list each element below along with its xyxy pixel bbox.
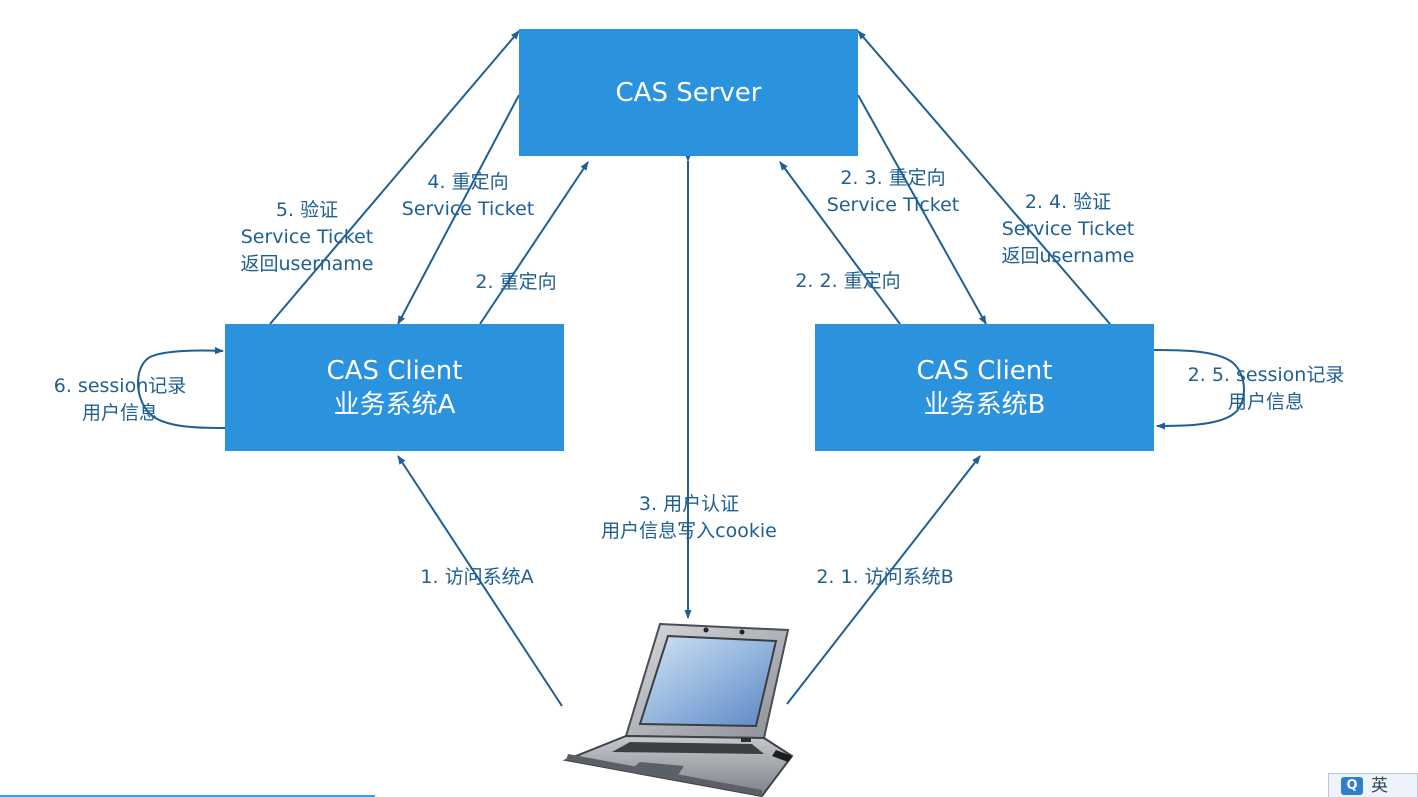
cas-client-b-node: CAS Client 业务系统B <box>815 324 1154 451</box>
cas-client-a-node: CAS Client 业务系统A <box>225 324 564 451</box>
label-line: 用户信息 <box>1227 391 1305 413</box>
label-line: Service Ticket <box>401 198 535 220</box>
label-line: Service Ticket <box>1001 218 1135 240</box>
label-line: 1. 访问系统A <box>420 566 534 588</box>
label-line: 6. session记录 <box>53 375 187 397</box>
label-line: 返回username <box>1001 245 1135 267</box>
ime-status-widget[interactable]: Q 英 <box>1328 773 1418 797</box>
client-a-title: CAS Client <box>326 355 463 386</box>
client-b-title: CAS Client <box>916 355 1053 386</box>
ime-logo-icon: Q <box>1341 776 1363 795</box>
label-line: 用户信息 <box>81 402 158 424</box>
edge-validate-st-b <box>857 30 1119 333</box>
label-session-a: 6. session记录 用户信息 <box>54 373 187 427</box>
edge-session-a <box>137 347 226 429</box>
label-line: Service Ticket <box>240 226 374 248</box>
edge-validate-st-a <box>262 30 520 333</box>
label-access-a: 1. 访问系统A <box>420 564 533 591</box>
ime-mode-label: 英 <box>1371 775 1388 796</box>
label-auth: 3. 用户认证 用户信息写入cookie <box>601 491 777 545</box>
bottom-rule <box>0 795 375 797</box>
client-a-subtitle: 业务系统A <box>333 389 456 420</box>
cas-server-label: CAS Server <box>615 77 762 108</box>
edge-access-b <box>786 455 981 705</box>
label-line: 3. 用户认证 <box>638 493 740 515</box>
label-validate-st-a: 5. 验证 Service Ticket 返回username <box>241 197 374 278</box>
label-line: Service Ticket <box>826 194 960 216</box>
label-line: 2. 5. session记录 <box>1187 364 1345 386</box>
label-redirect-b: 2. 2. 重定向 <box>795 268 900 295</box>
label-line: 2. 2. 重定向 <box>795 270 901 292</box>
label-redirect-st-a: 4. 重定向 Service Ticket <box>402 169 534 223</box>
edge-session-b <box>1153 349 1245 430</box>
label-line: 5. 验证 <box>275 199 339 221</box>
label-line: 2. 1. 访问系统B <box>816 566 954 588</box>
label-line: 4. 重定向 <box>427 171 509 193</box>
label-validate-st-b: 2. 4. 验证 Service Ticket 返回username <box>1002 189 1135 270</box>
label-line: 用户信息写入cookie <box>601 520 777 542</box>
label-redirect-st-b: 2. 3. 重定向 Service Ticket <box>827 165 959 219</box>
label-line: 2. 重定向 <box>475 271 557 293</box>
label-access-b: 2. 1. 访问系统B <box>816 564 953 591</box>
cas-server-node: CAS Server <box>519 29 858 156</box>
laptop-icon <box>562 622 794 797</box>
client-b-subtitle: 业务系统B <box>923 389 1046 420</box>
label-redirect-a: 2. 重定向 <box>475 269 556 296</box>
label-line: 返回username <box>240 253 374 275</box>
edge-access-a <box>397 455 563 707</box>
label-session-b: 2. 5. session记录 用户信息 <box>1188 362 1345 416</box>
label-line: 2. 4. 验证 <box>1024 191 1112 213</box>
label-line: 2. 3. 重定向 <box>840 167 946 189</box>
